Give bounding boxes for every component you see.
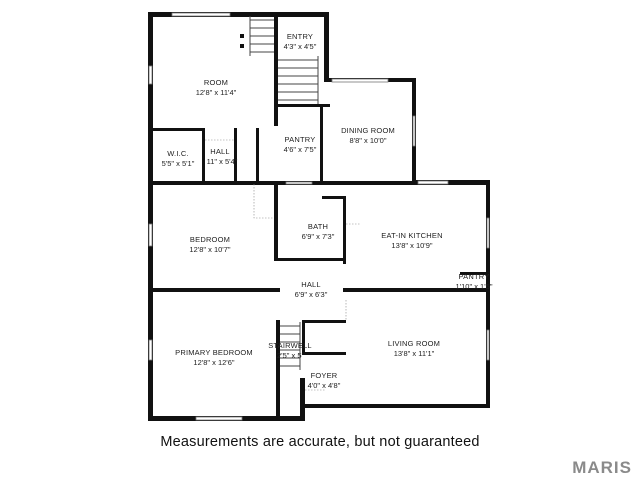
stairwell-steps	[280, 322, 301, 370]
room-dims-foyer: 4'0" x 4'8"	[308, 381, 341, 390]
room-dims-hall-upper: 11" x 5'4"	[207, 157, 238, 166]
room-name-kitchen: EAT-IN KITCHEN	[381, 231, 442, 240]
windows	[148, 12, 490, 421]
interior-walls	[148, 16, 490, 420]
room-name-pantry-small: PANTRY	[459, 272, 490, 281]
room-dims-living: 13'8" x 11'1"	[394, 349, 435, 358]
room-name-hall: HALL	[301, 280, 321, 289]
room-name-bath: BATH	[308, 222, 328, 231]
room-name-pantry: PANTRY	[285, 135, 316, 144]
room-dims-room: 12'8" x 11'4"	[196, 88, 237, 97]
room-name-wic: W.I.C.	[167, 149, 189, 158]
room-dims-entry: 4'3" x 4'5"	[284, 42, 317, 51]
room-name-room: ROOM	[204, 78, 228, 87]
brand-logo: MARIS	[572, 458, 632, 477]
room-dims-stairwell: 2'5" x 5'	[277, 351, 304, 360]
room-dims-hall: 6'9" x 6'3"	[295, 290, 328, 299]
room-dims-pantry: 4'6" x 7'5"	[284, 145, 317, 154]
room-dims-wic: 5'5" x 5'1"	[162, 159, 195, 168]
room-dims-dining: 8'8" x 10'0"	[350, 136, 387, 145]
room-labels: ENTRY 4'3" x 4'5" ROOM 12'8" x 11'4" W.I…	[162, 32, 493, 390]
room-dims-bedroom: 12'8" x 10'7"	[189, 245, 230, 254]
room-name-dining: DINING ROOM	[341, 126, 395, 135]
disclaimer-text: Measurements are accurate, but not guara…	[160, 434, 480, 450]
room-name-hall-upper: HALL	[210, 147, 230, 156]
entry-stairs	[240, 16, 319, 104]
room-name-primary: PRIMARY BEDROOM	[175, 348, 253, 357]
room-dims-bath: 6'9" x 7'3"	[302, 232, 335, 241]
room-name-stairwell: STAIRWELL	[268, 341, 312, 350]
room-dims-pantry-small: 1'10" x 1'5"	[456, 282, 493, 291]
doors	[205, 139, 360, 391]
room-name-foyer: FOYER	[311, 371, 338, 380]
room-dims-kitchen: 13'8" x 10'9"	[391, 241, 432, 250]
room-dims-primary: 12'8" x 12'6"	[193, 358, 234, 367]
room-name-living: LIVING ROOM	[388, 339, 440, 348]
room-name-entry: ENTRY	[287, 32, 313, 41]
room-name-bedroom: BEDROOM	[190, 235, 230, 244]
